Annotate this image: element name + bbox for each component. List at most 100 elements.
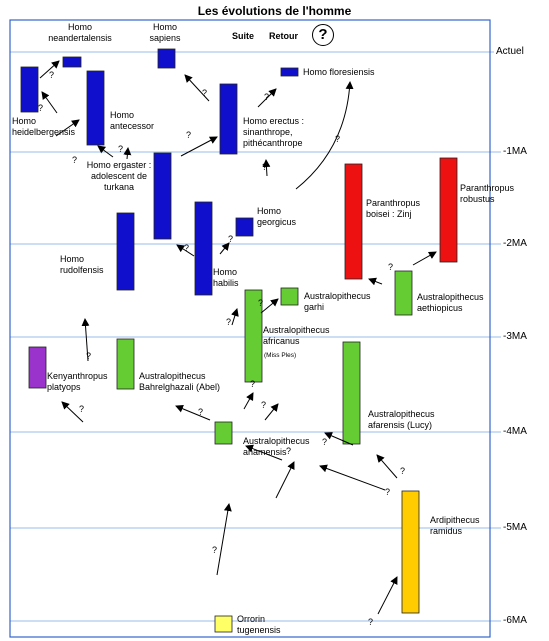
question-mark: ? [388, 262, 394, 272]
bar-ardipithecus[interactable] [401, 490, 420, 614]
lineage-arrow [231, 308, 239, 326]
lineage-arrow [319, 464, 386, 491]
bar-boisei[interactable] [344, 163, 363, 280]
bar-georgicus[interactable] [235, 217, 254, 237]
label-georgicus[interactable]: Homo georgicus [257, 206, 297, 227]
bar-ergaster[interactable] [153, 152, 172, 240]
label-bahrelghazali[interactable]: Australopithecus Bahrelghazali (Abel) [139, 371, 221, 392]
bar-garhi[interactable] [280, 287, 299, 306]
lineage-arrow [368, 277, 383, 286]
tick-5ma: -5MA [503, 522, 527, 533]
label-kenyanthropus[interactable]: Kenyanthropus platyops [47, 371, 108, 392]
question-mark: ? [86, 351, 92, 361]
tick-1ma: -1MA [503, 146, 527, 157]
label-rudolfensis[interactable]: Homo rudolfensis [60, 254, 104, 275]
lineage-arrow [377, 576, 398, 615]
label-orrorin[interactable]: Orrorin tugenensis [237, 614, 281, 635]
next-link[interactable]: Suite [232, 31, 255, 41]
question-mark: ? [212, 545, 218, 555]
label-antecessor[interactable]: Homo antecessor [110, 110, 155, 131]
label-aethiopicus[interactable]: Australopithecus aethiopicus [417, 292, 484, 313]
label-garhi[interactable]: Australopithecus garhi [304, 291, 371, 312]
question-mark: ? [49, 70, 55, 80]
lineage-arrow [257, 88, 277, 108]
bar-aethiopicus[interactable] [394, 270, 413, 316]
lineage-arrow [324, 432, 354, 446]
question-mark: ? [118, 144, 124, 154]
question-mark: ? [226, 317, 232, 327]
question-mark: ? [72, 155, 78, 165]
lineage-arrow [175, 404, 211, 421]
label-ardipithecus[interactable]: Ardipithecus ramidus [430, 515, 480, 536]
lineage-arrow [123, 147, 132, 160]
lineage-arrow [412, 251, 437, 266]
bar-erectus[interactable] [219, 83, 238, 155]
lineage-arrow [176, 244, 195, 257]
question-mark: ? [400, 466, 406, 476]
question-mark: ? [262, 162, 268, 172]
bar-bahrelghazali[interactable] [116, 338, 135, 390]
label-neanderthal[interactable]: Homo neandertalensis [48, 22, 112, 43]
lineage-arrow [275, 461, 295, 499]
bar-rudolfensis[interactable] [116, 212, 135, 291]
question-mark: ? [264, 92, 270, 102]
lineage-arrow [97, 145, 114, 158]
diagram-frame [9, 19, 491, 638]
bar-habilis[interactable] [194, 201, 213, 296]
bar-orrorin[interactable] [214, 615, 233, 633]
label-erectus[interactable]: Homo erectus : sinanthrope, pithécanthro… [243, 116, 305, 148]
bar-heidelbergensis[interactable] [20, 66, 39, 113]
help-button[interactable]: ? [312, 24, 334, 46]
lineage-arrow [41, 91, 58, 114]
lineage-arrow [180, 136, 218, 157]
lineage-arrow [243, 392, 254, 410]
bar-antecessor[interactable] [86, 70, 105, 146]
bar-sapiens[interactable] [157, 48, 176, 69]
bar-afarensis[interactable] [342, 341, 361, 445]
label-africanus[interactable]: Australopithecus africanus [263, 325, 330, 346]
label-boisei[interactable]: Paranthropus boisei : Zinj [366, 198, 421, 219]
question-mark: ? [335, 134, 341, 144]
lineage-arrow [295, 81, 354, 190]
question-mark: ? [79, 404, 85, 414]
label-africanus-note: (Miss Ples) [264, 352, 297, 359]
question-mark: ? [186, 130, 192, 140]
question-mark: ? [184, 243, 190, 253]
lineage-arrow [376, 454, 398, 479]
tick-3ma: -3MA [503, 331, 527, 342]
label-habilis[interactable]: Homo habilis [213, 267, 239, 288]
lineage-arrow [81, 318, 90, 362]
question-mark: ? [38, 103, 44, 113]
label-ergaster[interactable]: Homo ergaster : adolescent de turkana [86, 160, 152, 192]
bar-neanderthal[interactable] [62, 56, 82, 68]
bar-anamensis[interactable] [214, 421, 233, 445]
tick-6ma: -6MA [503, 615, 527, 626]
question-mark: ? [250, 379, 256, 389]
label-heidelbergensis[interactable]: Homo heidelbergensis [12, 116, 76, 137]
lineage-arrow [216, 503, 232, 576]
lineage-arrow [219, 242, 230, 255]
bar-floresiensis[interactable] [280, 67, 299, 77]
label-anamensis[interactable]: Australopithecus anamensis [243, 436, 310, 457]
label-sapiens[interactable]: Homo sapiens [149, 22, 181, 43]
lineage-arrow [245, 444, 283, 461]
bar-robustus[interactable] [439, 157, 458, 263]
lineage-arrow [61, 401, 84, 423]
label-floresiensis[interactable]: Homo floresiensis [303, 67, 375, 77]
lineage-arrow [55, 119, 80, 137]
tick-4ma: -4MA [503, 426, 527, 437]
label-afarensis[interactable]: Australopithecus afarensis (Lucy) [368, 409, 435, 430]
question-mark: ? [286, 446, 292, 456]
label-robustus[interactable]: Paranthropus robustus [460, 183, 515, 204]
question-mark: ? [228, 234, 234, 244]
bar-kenyanthropus[interactable] [28, 346, 47, 389]
lineage-arrow [264, 403, 279, 421]
question-mark: ? [202, 88, 208, 98]
lineage-arrow [262, 159, 271, 177]
lineage-arrow [260, 298, 279, 314]
tick-actuel: Actuel [496, 46, 524, 57]
question-mark: ? [368, 617, 374, 627]
back-link[interactable]: Retour [269, 31, 298, 41]
bar-africanus[interactable] [244, 289, 263, 383]
